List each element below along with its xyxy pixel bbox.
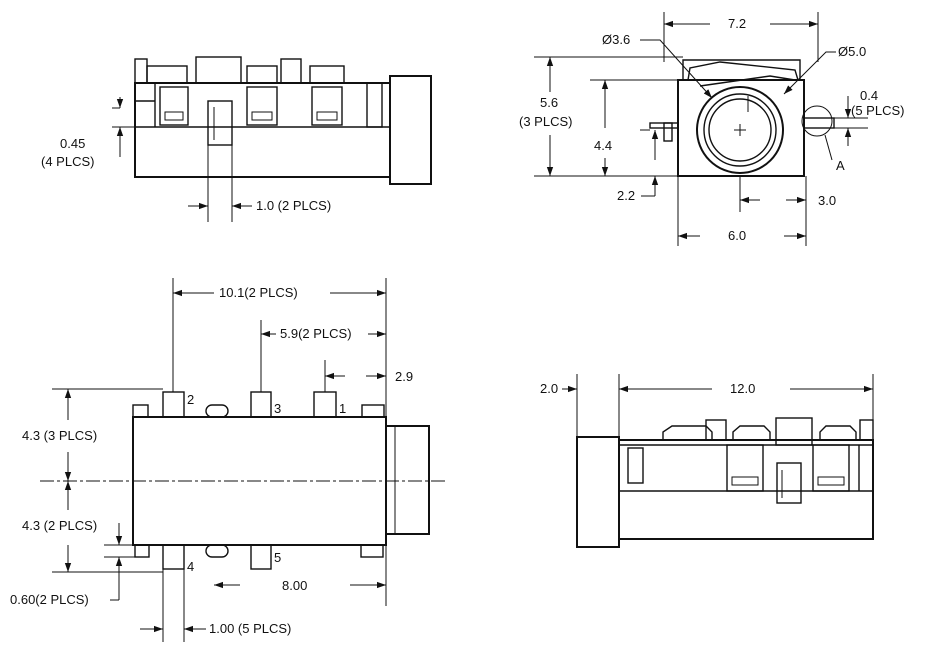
front-view: A 7.2 Ø3.6 Ø5.0 5.6 (3 PLCS) 4.4 2.2 bbox=[519, 12, 904, 246]
bottom-pitch-lower: 4.3 (2 PLCS) bbox=[22, 518, 97, 533]
front-height-total-note: (3 PLCS) bbox=[519, 114, 572, 129]
front-width-bottom: 6.0 bbox=[728, 228, 746, 243]
side-thickness-value: 0.45 bbox=[60, 136, 85, 151]
bottom-pad-width: 0.60(2 PLCS) bbox=[10, 592, 89, 607]
pin-number-3: 3 bbox=[274, 401, 281, 416]
pin-number-4: 4 bbox=[187, 559, 194, 574]
rear-view: 2.0 12.0 bbox=[540, 374, 874, 548]
front-pin-thickness-note: (5 PLCS) bbox=[851, 103, 904, 118]
front-inner-diameter: Ø3.6 bbox=[602, 32, 630, 47]
front-height-total-value: 5.6 bbox=[540, 95, 558, 110]
side-pin-width: 1.0 (2 PLCS) bbox=[256, 198, 331, 213]
front-lower-height: 2.2 bbox=[617, 188, 635, 203]
bottom-span-outer: 10.1(2 PLCS) bbox=[219, 285, 298, 300]
front-outer-diameter: Ø5.0 bbox=[838, 44, 866, 59]
pin-number-2: 2 bbox=[187, 392, 194, 407]
front-width-top: 7.2 bbox=[728, 16, 746, 31]
rear-collar: 2.0 bbox=[540, 381, 558, 396]
side-view: 0.45 (4 PLCS) 1.0 (2 PLCS) bbox=[41, 56, 432, 222]
bottom-span-inner: 5.9(2 PLCS) bbox=[280, 326, 352, 341]
pin-number-1: 1 bbox=[339, 401, 346, 416]
side-thickness-note: (4 PLCS) bbox=[41, 154, 94, 169]
pin-number-5: 5 bbox=[274, 550, 281, 565]
bottom-offset-end: 2.9 bbox=[395, 369, 413, 384]
front-center-height: 4.4 bbox=[594, 138, 612, 153]
bottom-pitch-upper: 4.3 (3 PLCS) bbox=[22, 428, 97, 443]
front-pin-thickness-value: 0.4 bbox=[860, 88, 878, 103]
front-offset-right: 3.0 bbox=[818, 193, 836, 208]
front-detail-label: A bbox=[836, 158, 845, 173]
bottom-view: 2 3 1 4 5 10.1(2 PLCS) 5.9(2 PLCS) 2.9 4… bbox=[10, 278, 445, 642]
bottom-pin-pitch: 1.00 (5 PLCS) bbox=[209, 621, 291, 636]
bottom-length: 8.00 bbox=[282, 578, 307, 593]
rear-body-length: 12.0 bbox=[730, 381, 755, 396]
